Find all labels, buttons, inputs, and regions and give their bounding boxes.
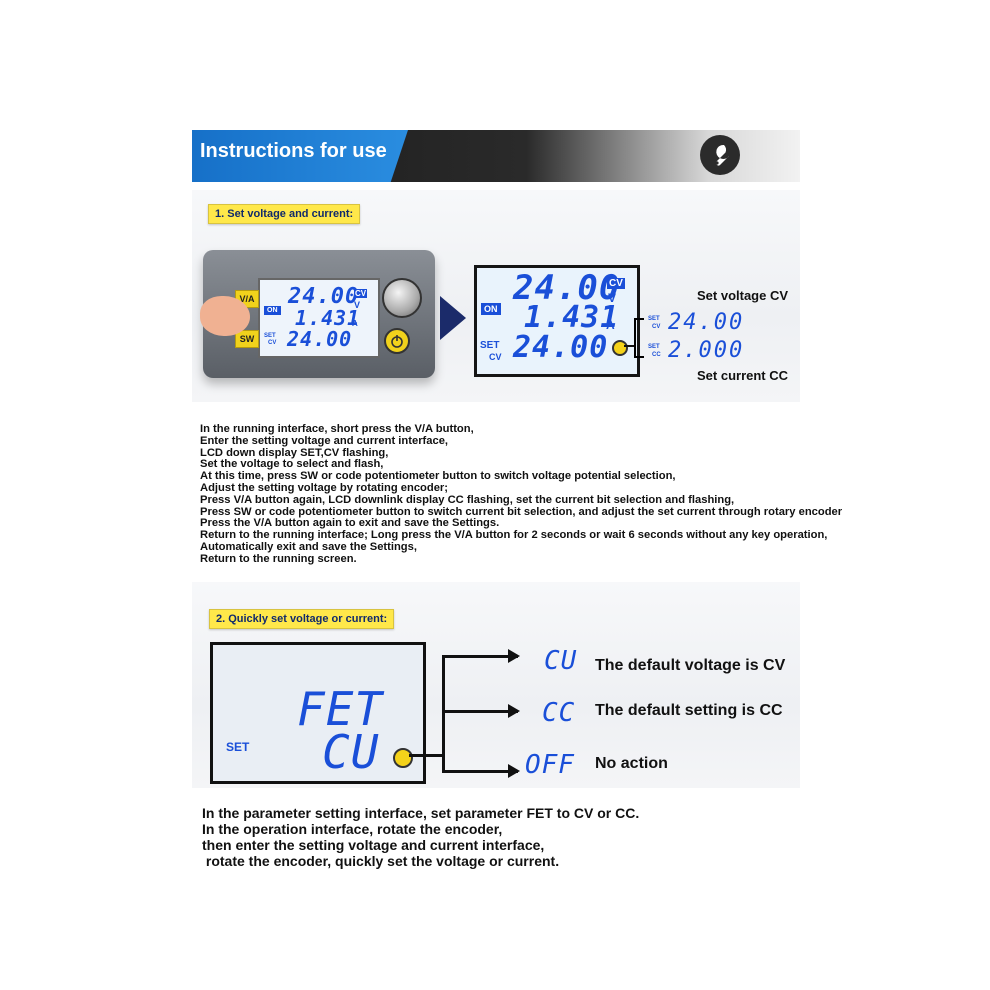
power-button[interactable] <box>384 328 410 354</box>
instruction-line: Return to the running screen. <box>200 552 357 565</box>
option-label-cu: The default voltage is CV <box>595 657 786 674</box>
connector-line <box>442 655 518 658</box>
lcd-cv-label: CV <box>489 352 502 362</box>
lcd-fet-label: FET <box>297 682 384 736</box>
device-on-badge: ON <box>264 306 281 315</box>
output-cv-value: 24.00 <box>668 310 745 335</box>
lcd-set-label: SET <box>480 340 500 351</box>
lcd-fet-setting <box>210 642 426 784</box>
lcd2-indicator-dot <box>393 748 413 768</box>
arrow-right-icon <box>440 296 466 340</box>
step1-instructions: In the running interface, short press th… <box>200 423 843 566</box>
output-mode-label: CC <box>652 352 661 358</box>
step2-instructions: In the parameter setting interface, set … <box>202 805 639 869</box>
step1-tag: 1. Set voltage and current: <box>208 204 361 224</box>
instruction-line: Press V/A button again, LCD downlink dis… <box>200 493 735 506</box>
instruction-line: In the parameter setting interface, set … <box>202 805 640 821</box>
instruction-line: Adjust the setting voltage by rotating e… <box>200 481 449 494</box>
option-label-off: No action <box>595 755 668 772</box>
device-set-value: 24.00 <box>287 327 353 351</box>
output-set-label: SET <box>648 316 660 322</box>
bracket <box>634 318 644 358</box>
option-code-cc: CC <box>542 698 576 728</box>
arrow-right-icon <box>508 704 520 718</box>
instruction-line: Return to the running interface; Long pr… <box>200 529 828 542</box>
instruction-line: then enter the setting voltage and curre… <box>202 837 545 853</box>
finger-icon <box>200 296 250 336</box>
option-label-cc: The default setting is CC <box>595 702 783 719</box>
lcd-fet-value: CU <box>322 725 380 779</box>
output-mode-label: CV <box>652 324 661 330</box>
label-set-current: Set current CC <box>697 368 789 383</box>
connector-line <box>442 655 445 773</box>
instruction-line: rotate the encoder, quickly set the volt… <box>202 853 560 869</box>
step2-tag: 2. Quickly set voltage or current: <box>209 609 395 629</box>
instruction-line: Automatically exit and save the Settings… <box>200 540 417 553</box>
lcd-cv-tag: CV <box>607 278 625 289</box>
option-code-off: OFF <box>525 750 575 780</box>
lcd-on-badge: ON <box>481 303 501 315</box>
device-voltage: 24.00 <box>288 284 360 309</box>
instruction-line: At this time, press SW or code potentiom… <box>200 470 676 483</box>
lcd-current-unit: A <box>606 318 615 332</box>
connector-line <box>442 710 518 713</box>
lcd-voltage: 24.00 <box>513 268 621 308</box>
device-current: 1.431 <box>295 306 361 330</box>
label-set-voltage: Set voltage CV <box>697 288 789 303</box>
device-cv-label: CV <box>268 340 277 346</box>
lcd-current: 1.431 <box>524 300 620 335</box>
rotary-encoder-knob[interactable] <box>382 278 422 318</box>
arrow-right-icon <box>508 649 520 663</box>
instruction-line: LCD down display SET,CV flashing, <box>200 446 389 459</box>
instruction-line: Press the V/A button again to exit and s… <box>200 517 500 530</box>
connector-line <box>442 770 518 773</box>
sw-button[interactable]: SW <box>235 330 259 348</box>
lcd-indicator-dot <box>612 340 628 356</box>
device-cv-tag: CV <box>354 289 368 298</box>
connector-line <box>624 345 634 347</box>
connector-line <box>409 754 445 757</box>
instruction-line: In the operation interface, rotate the e… <box>202 821 503 837</box>
instruction-line: Set the voltage to select and flash, <box>200 458 384 471</box>
wrench-icon <box>700 135 740 175</box>
lcd2-set-label: SET <box>226 740 250 754</box>
device-set-label: SET <box>264 333 276 339</box>
instruction-line: Enter the setting voltage and current in… <box>200 434 449 447</box>
arrow-right-icon <box>508 764 520 778</box>
option-code-cu: CU <box>544 646 578 676</box>
device-voltage-unit: V <box>354 300 361 310</box>
lcd-set-value: 24.00 <box>513 330 609 365</box>
instruction-line: In the running interface, short press th… <box>200 423 474 435</box>
device-current-unit: A <box>352 319 358 328</box>
lcd-voltage-unit: V <box>608 291 617 305</box>
header-title-banner <box>192 130 408 182</box>
page-title: Instructions for use <box>200 140 387 162</box>
output-cc-value: 2.000 <box>668 338 745 363</box>
instruction-line: Press SW or code potentiometer button to… <box>200 505 843 518</box>
output-set-label: SET <box>648 344 660 350</box>
